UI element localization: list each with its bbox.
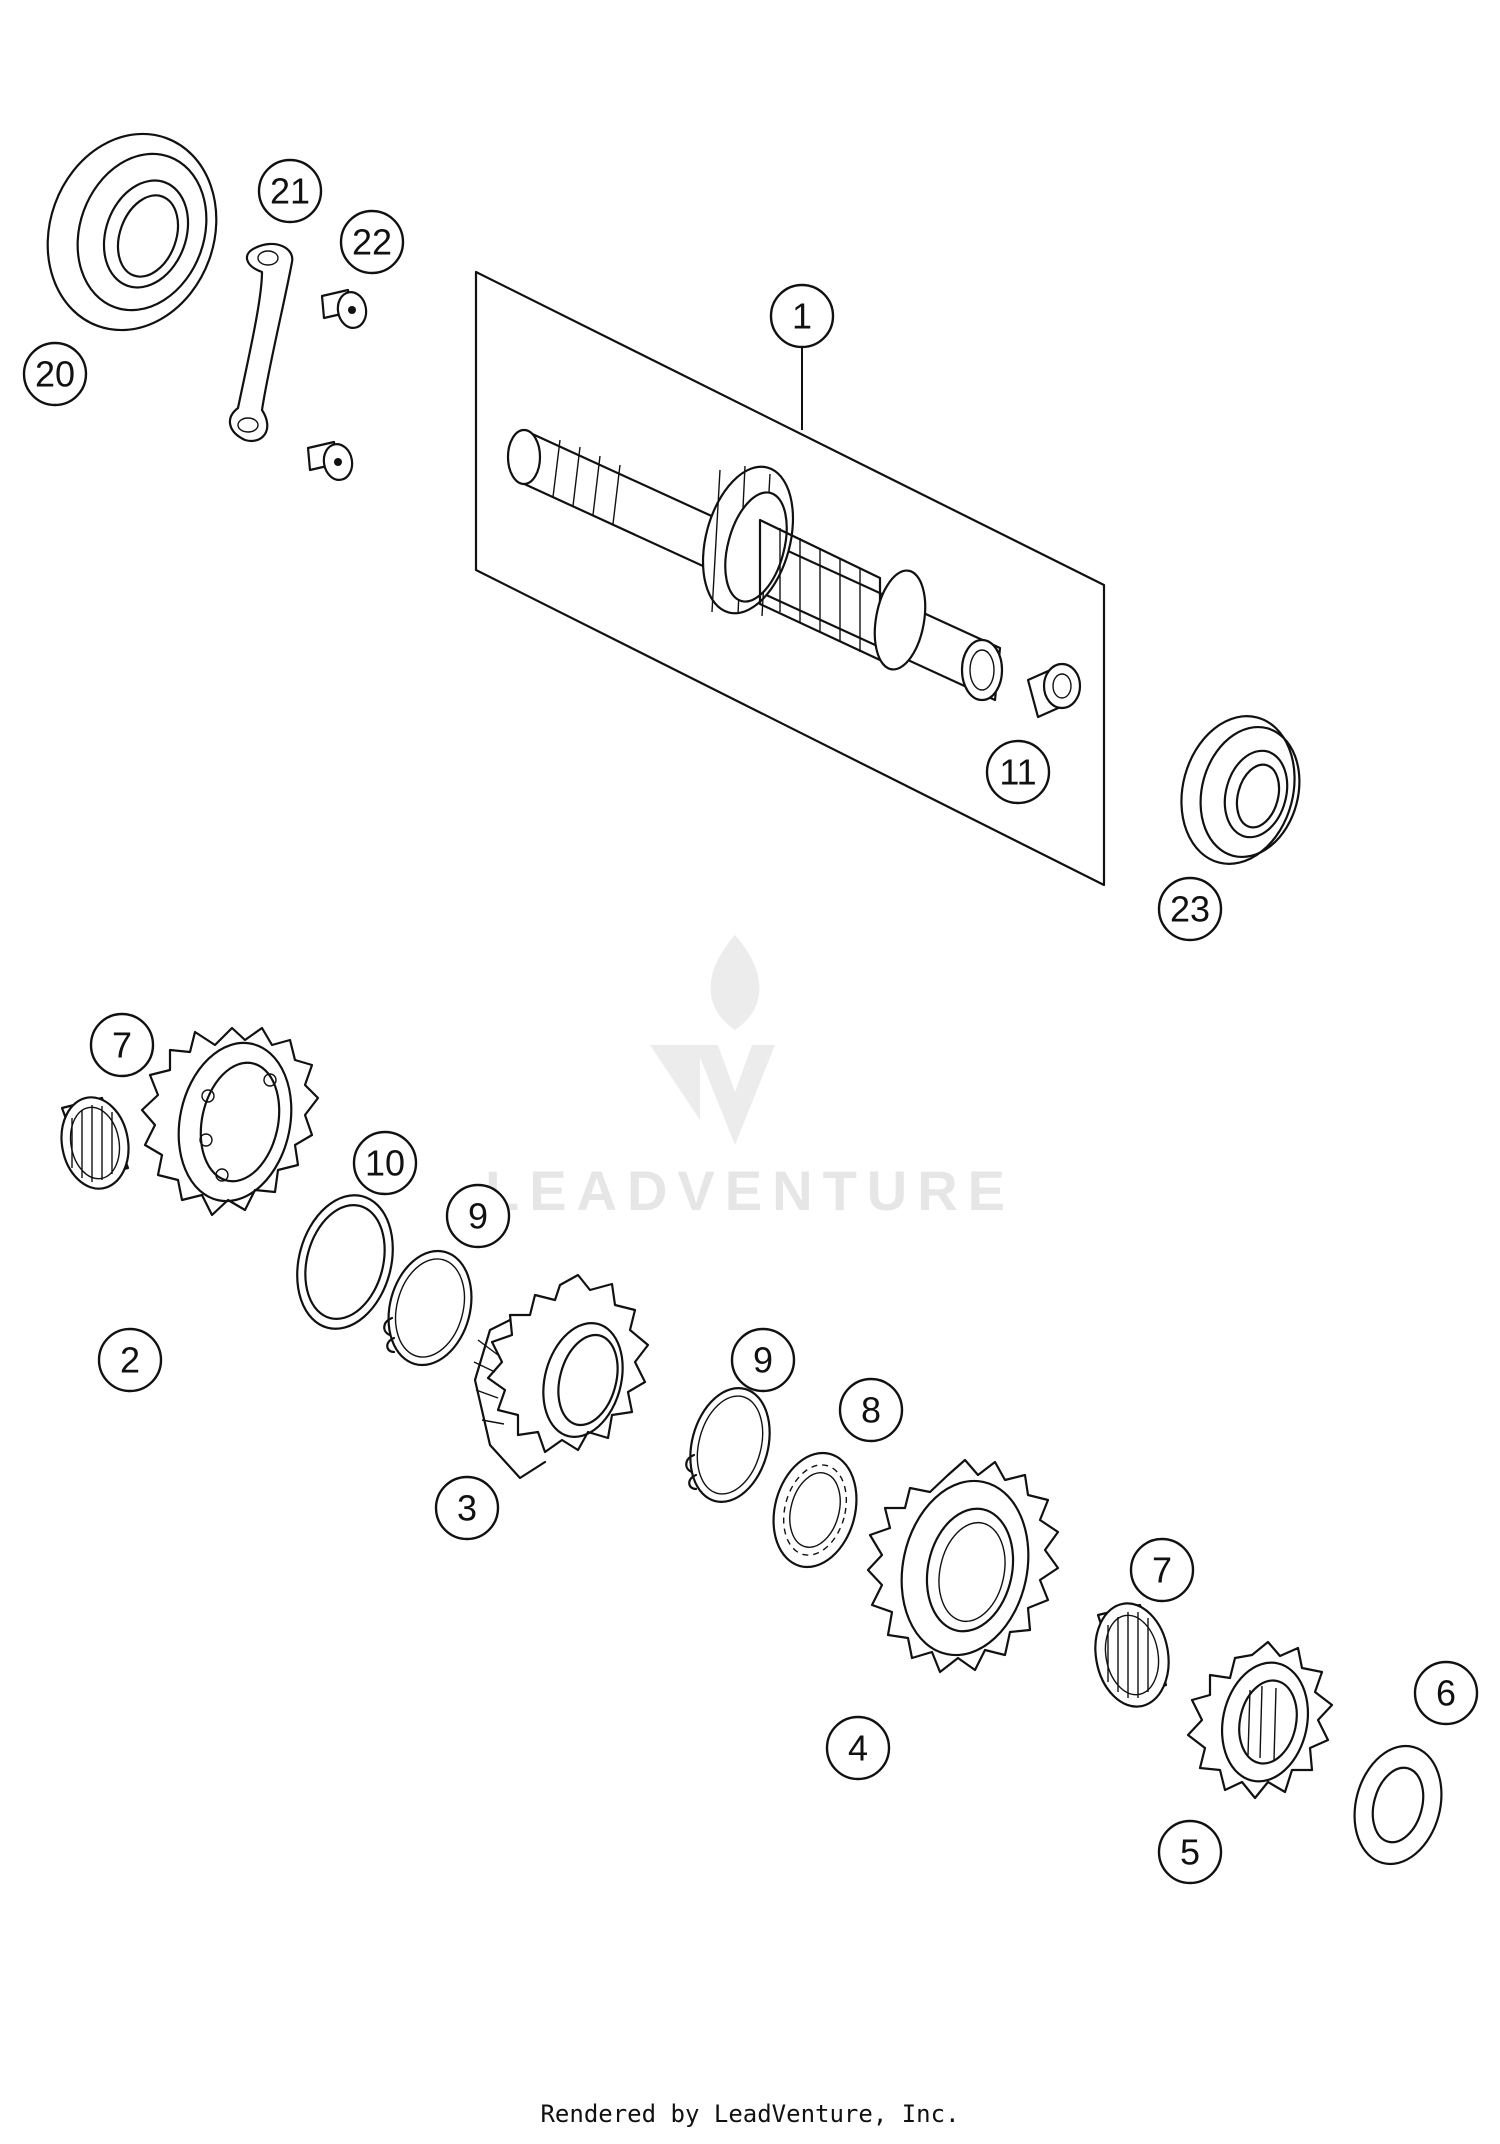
part-2-gear bbox=[140, 1026, 320, 1217]
svg-text:5: 5 bbox=[1180, 1832, 1200, 1873]
svg-text:9: 9 bbox=[468, 1196, 488, 1237]
callout-1[interactable]: 1 bbox=[769, 283, 835, 349]
callout-10[interactable]: 10 bbox=[352, 1130, 418, 1196]
footer-credit: Rendered by LeadVenture, Inc. bbox=[540, 2100, 960, 2128]
part-11-bushing bbox=[1026, 662, 1082, 719]
callout-5[interactable]: 5 bbox=[1157, 1819, 1223, 1885]
svg-text:3: 3 bbox=[457, 1488, 477, 1529]
part-6-thrust-washer bbox=[1353, 1744, 1443, 1866]
callout-7[interactable]: 7 bbox=[1129, 1537, 1195, 1603]
callout-22[interactable]: 22 bbox=[339, 209, 405, 275]
svg-text:9: 9 bbox=[753, 1340, 773, 1381]
part-8-lock-washer bbox=[772, 1451, 858, 1569]
watermark: LEADVENTURE bbox=[485, 935, 1015, 1222]
callout-7[interactable]: 7 bbox=[89, 1012, 155, 1078]
svg-text:20: 20 bbox=[35, 354, 75, 395]
svg-text:22: 22 bbox=[352, 222, 392, 263]
part-7-needle-bearing bbox=[1094, 1602, 1170, 1708]
svg-text:23: 23 bbox=[1170, 889, 1210, 930]
svg-text:4: 4 bbox=[848, 1728, 868, 1769]
svg-text:2: 2 bbox=[120, 1340, 140, 1381]
callout-11[interactable]: 11 bbox=[985, 739, 1051, 805]
svg-text:7: 7 bbox=[112, 1025, 132, 1066]
part-7-needle-bearing bbox=[60, 1096, 130, 1190]
callout-9[interactable]: 9 bbox=[445, 1183, 511, 1249]
callout-3[interactable]: 3 bbox=[434, 1475, 500, 1541]
callout-20[interactable]: 20 bbox=[22, 341, 88, 407]
svg-text:21: 21 bbox=[270, 171, 310, 212]
part-22-screw bbox=[320, 288, 368, 329]
callout-8[interactable]: 8 bbox=[838, 1377, 904, 1443]
callout-21[interactable]: 21 bbox=[257, 158, 323, 224]
part-9-circlip bbox=[383, 1249, 473, 1367]
svg-text:7: 7 bbox=[1152, 1550, 1172, 1591]
part-22-screw bbox=[306, 440, 354, 481]
callout-9[interactable]: 9 bbox=[730, 1327, 796, 1393]
svg-text:6: 6 bbox=[1436, 1673, 1456, 1714]
part-10-thrust-washer bbox=[296, 1194, 394, 1330]
callout-23[interactable]: 23 bbox=[1157, 876, 1223, 942]
part-23-bearing bbox=[1180, 715, 1301, 865]
part-3-sliding-gear bbox=[473, 1273, 650, 1480]
part-20-bearing bbox=[46, 132, 218, 332]
part-4-gear bbox=[866, 1458, 1060, 1674]
svg-text:11: 11 bbox=[999, 752, 1036, 793]
callout-6[interactable]: 6 bbox=[1413, 1660, 1479, 1726]
svg-text:1: 1 bbox=[792, 296, 812, 337]
svg-text:10: 10 bbox=[365, 1143, 405, 1184]
part-1-main-shaft bbox=[506, 428, 1004, 702]
callout-4[interactable]: 4 bbox=[825, 1715, 891, 1781]
svg-text:8: 8 bbox=[861, 1390, 881, 1431]
part-5-gear bbox=[1186, 1640, 1334, 1800]
watermark-text: LEADVENTURE bbox=[485, 1159, 1015, 1222]
part-9-circlip bbox=[685, 1387, 771, 1503]
assembly-box bbox=[474, 270, 1106, 887]
flame-v-logo-icon bbox=[650, 935, 775, 1145]
callout-2[interactable]: 2 bbox=[97, 1327, 163, 1393]
part-21-bracket bbox=[228, 242, 294, 443]
